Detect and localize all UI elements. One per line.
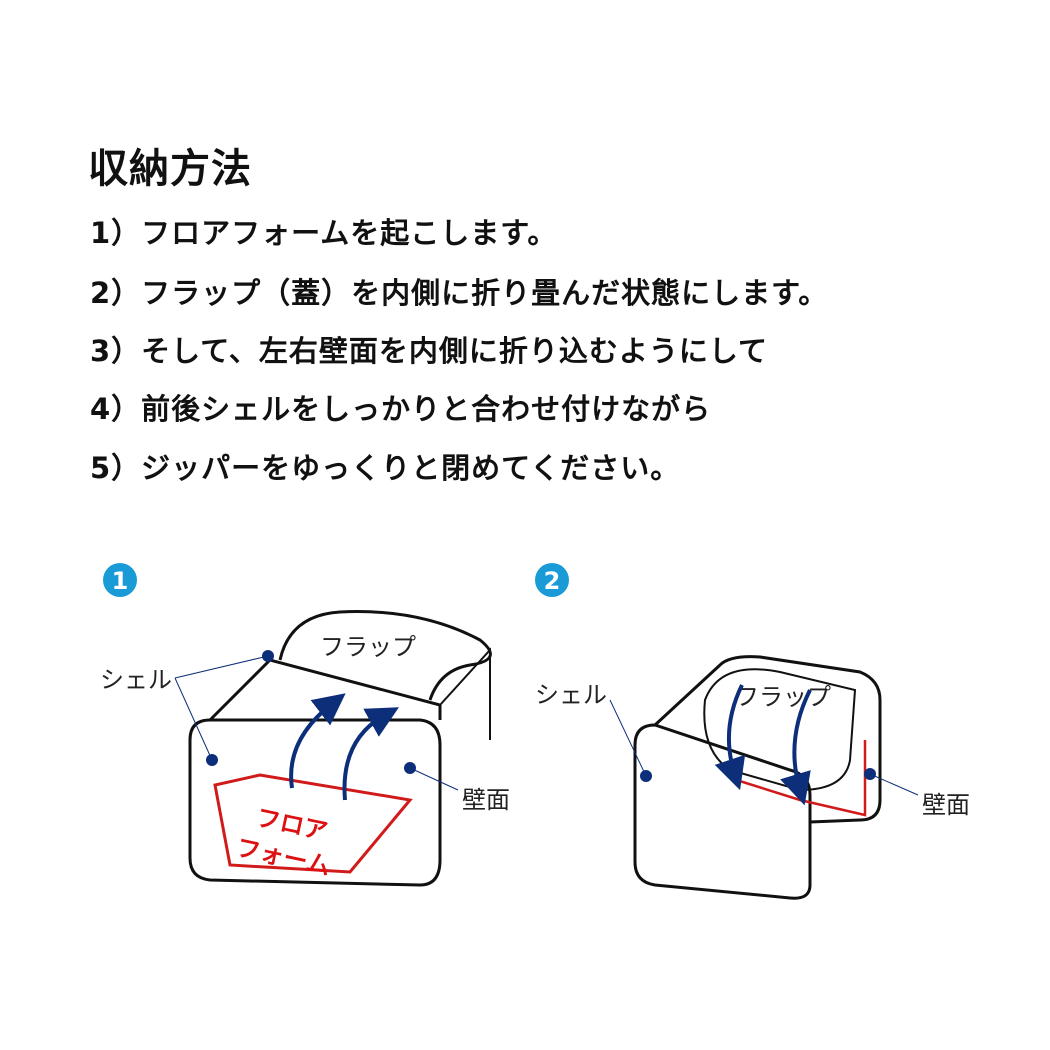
shell-label-1: シェル <box>100 666 172 694</box>
shell-marker-dot-2 <box>640 770 652 782</box>
step-1: 1）フロアフォームを起こします。 <box>90 216 558 250</box>
step-5: 5）ジッパーをゆっくりと閉めてください。 <box>90 451 681 485</box>
flap-label-2: フラップ <box>735 683 831 711</box>
step-number-badge-2 <box>535 563 569 597</box>
step-3: 3）そして、左右壁面を内側に折り込むようにして <box>90 334 768 368</box>
shell-top <box>208 658 442 722</box>
arrow-up-icon <box>289 693 346 789</box>
wall-leader-line-2 <box>869 773 919 796</box>
shell-front <box>188 718 442 887</box>
wall-label-2: 壁面 <box>922 791 970 819</box>
arrow-up-icon <box>342 707 399 801</box>
step-2: 2）フラップ（蓋）を内側に折り畳んだ状態にします。 <box>90 276 829 310</box>
arrow-down-icon <box>780 689 812 806</box>
flap-shape <box>278 610 492 701</box>
diagram-step-1: 1 フラップ フロア フォーム シェル 壁面 <box>100 563 510 887</box>
shell-marker-dot <box>262 650 274 662</box>
shell-front-2 <box>633 723 812 900</box>
floor-foam-edge <box>729 740 867 817</box>
shell-label-2: シェル <box>535 681 607 709</box>
diagram-step-2: 2 フラップ シェル 壁面 <box>535 563 970 900</box>
shell-back-2 <box>653 655 882 824</box>
step-number-badge-1 <box>103 563 137 597</box>
step-number-2: 2 <box>544 567 561 595</box>
step-4: 4）前後シェルをしっかりと合わせ付けながら <box>90 392 712 426</box>
wall-label-1: 壁面 <box>462 786 510 814</box>
step-number-1: 1 <box>112 567 129 595</box>
wall-leader-line <box>409 767 459 791</box>
shell-marker-dot <box>206 754 218 766</box>
flap-label-1: フラップ <box>320 633 416 661</box>
folded-flap <box>703 668 857 792</box>
page-title: 収納方法 <box>88 146 252 192</box>
floor-foam-outline <box>213 773 413 874</box>
shell-leader-line-2 <box>609 699 647 777</box>
shell-leader-line <box>174 655 269 761</box>
arrow-down-icon <box>714 684 746 791</box>
